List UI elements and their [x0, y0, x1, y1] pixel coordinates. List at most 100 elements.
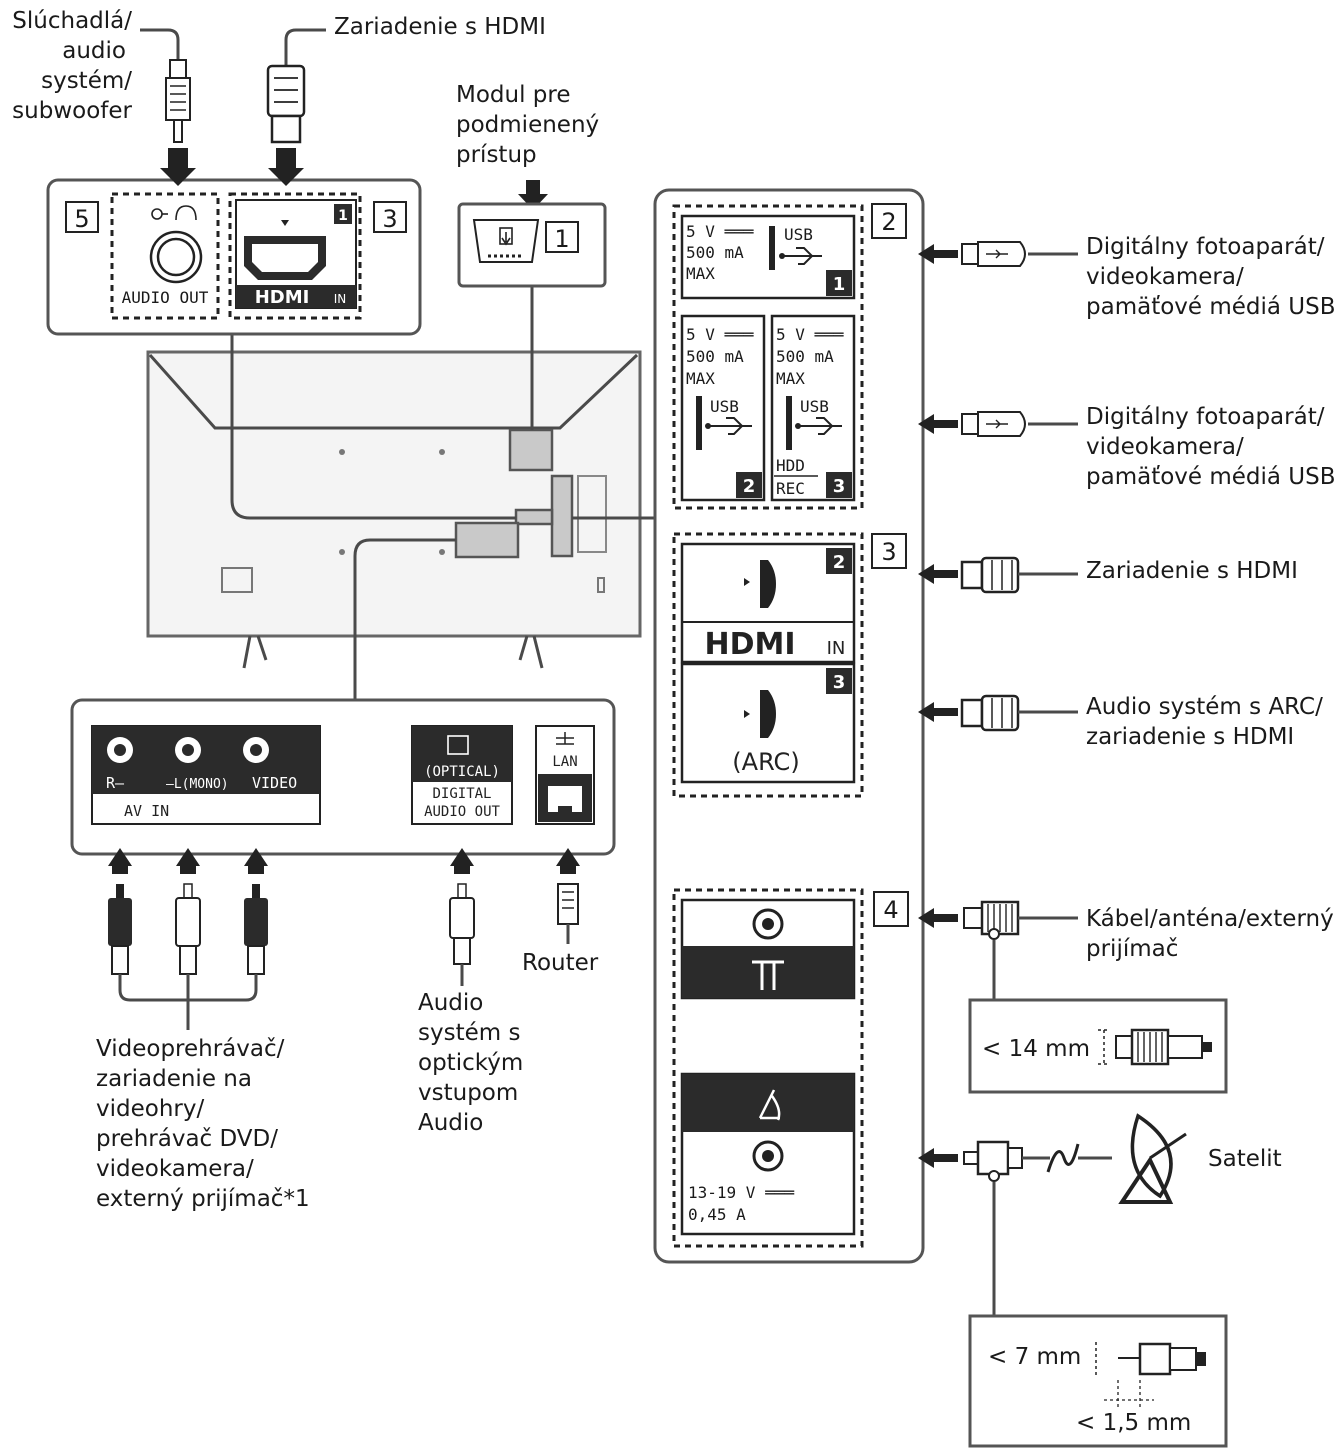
satellite-dish-icon [1118, 1113, 1187, 1204]
usb3-rec: REC [776, 479, 805, 498]
cable-dimension: < 14 mm [982, 1036, 1090, 1062]
svg-text:subwoofer: subwoofer [12, 98, 132, 124]
audio-out-jack[interactable] [149, 230, 203, 284]
label-cable: Kábel/anténa/externý prijímač [1086, 906, 1334, 962]
number-4: 4 [883, 896, 898, 924]
lan-icon [556, 732, 574, 745]
usb2-max: MAX [686, 369, 715, 388]
svg-text:videokamera/: videokamera/ [96, 1156, 254, 1182]
svg-text:pamäťové médiá USB: pamäťové médiá USB [1086, 294, 1336, 320]
usb3-max: MAX [776, 369, 805, 388]
antenna-icon [752, 960, 784, 990]
usb1-label: USB [784, 225, 813, 244]
hdmi-2-port[interactable]: 2 HDMI IN [680, 542, 856, 664]
label-satellite: Satelit [1208, 1146, 1282, 1172]
usb3-voltage: 5 V ═══ [776, 325, 844, 344]
rca-plugs [108, 848, 268, 1030]
hdmi-1-badge: 1 [338, 208, 348, 224]
label-usb-1: Digitálny fotoaparát/ videokamera/ pamäť… [1086, 234, 1336, 320]
svg-text:Audio systém s ARC/: Audio systém s ARC/ [1086, 694, 1323, 720]
number-2: 2 [881, 208, 896, 236]
usb-plug-1 [918, 241, 1078, 267]
audio-out-label: AUDIO OUT [122, 288, 209, 307]
bottom-panel: R– –L(MONO) VIDEO AV IN (OPTICAL) DIGITA… [70, 698, 616, 856]
svg-text:Audio: Audio [418, 1110, 483, 1136]
hdmi-plug-3 [918, 694, 1078, 732]
right-side-panel: 2 5 V ═══ 500 mA MAX USB 1 5 V ═══ 500 m… [653, 188, 925, 1264]
usb3-label: USB [800, 397, 829, 416]
usb1-current: 500 mA [686, 243, 744, 262]
digital-audio-out-label: AUDIO OUT [424, 804, 500, 820]
hdmi2-badge: 2 [833, 552, 846, 573]
av-in-port[interactable]: R– –L(MONO) VIDEO AV IN [91, 725, 321, 825]
svg-text:Digitálny fotoaparát/: Digitálny fotoaparát/ [1086, 404, 1325, 430]
label-cam-module: Modul pre podmienený prístup [456, 82, 599, 168]
svg-text:Kábel/anténa/externý: Kábel/anténa/externý [1086, 906, 1334, 932]
svg-text:pamäťové médiá USB: pamäťové médiá USB [1086, 464, 1336, 490]
svg-text:prehrávač DVD/: prehrávač DVD/ [96, 1126, 278, 1152]
satellite-plug [918, 1140, 1112, 1316]
svg-text:vstupom: vstupom [418, 1080, 518, 1106]
svg-text:videokamera/: videokamera/ [1086, 264, 1244, 290]
number-3-right: 3 [881, 538, 896, 566]
digital-label: DIGITAL [432, 786, 491, 802]
usb3-hdd: HDD [776, 456, 805, 475]
label-router: Router [522, 950, 599, 976]
svg-text:Modul pre: Modul pre [456, 82, 571, 108]
svg-text:prijímač: prijímač [1086, 936, 1178, 962]
optical-plug [449, 848, 475, 986]
usb-icon [795, 417, 842, 435]
number-5: 5 [74, 205, 89, 233]
sat-dimension: < 7 mm [988, 1344, 1081, 1370]
antenna-port[interactable] [680, 898, 856, 1000]
svg-text:optickým: optickým [418, 1050, 523, 1076]
label-headphones: Slúchadlá/ audio systém/ subwoofer [12, 8, 132, 124]
hdmi-logo-right: HDMI [704, 627, 795, 662]
usb2-voltage: 5 V ═══ [686, 325, 754, 344]
optical-out-port[interactable]: (OPTICAL) DIGITAL AUDIO OUT [411, 725, 513, 825]
hdmi-in-right: IN [827, 638, 846, 659]
number-1: 1 [554, 225, 569, 253]
usb2-current: 500 mA [686, 347, 744, 366]
svg-text:prístup: prístup [456, 142, 537, 168]
usb-2-port[interactable]: 5 V ═══ 500 mA MAX USB 2 [680, 314, 766, 502]
mini-jack-plug [140, 28, 196, 186]
usb-icon [779, 247, 822, 265]
optical-label: (OPTICAL) [424, 764, 500, 780]
svg-text:zariadenie s HDMI: zariadenie s HDMI [1086, 724, 1294, 750]
label-usb-23: Digitálny fotoaparát/ videokamera/ pamäť… [1086, 404, 1336, 490]
svg-text:Audio: Audio [418, 990, 483, 1016]
svg-text:Videoprehrávač/: Videoprehrávač/ [96, 1036, 285, 1062]
av-video-label: VIDEO [252, 774, 297, 792]
lan-port[interactable]: LAN [535, 725, 595, 825]
usb-icon [705, 417, 752, 435]
hdmi-1-port[interactable]: HDMI IN 1 [235, 199, 357, 309]
top-left-panel: 5 3 AUDIO OUT HDMI IN 1 [46, 178, 422, 336]
satellite-port[interactable]: 13-19 V ═══ 0,45 A [680, 1072, 856, 1236]
label-hdmi-3-arc: Audio systém s ARC/ zariadenie s HDMI [1086, 694, 1323, 750]
svg-text:Digitálny fotoaparát/: Digitálny fotoaparát/ [1086, 234, 1325, 260]
usb1-max: MAX [686, 264, 715, 283]
number-3-top: 3 [382, 205, 397, 233]
label-hdmi-top: Zariadenie s HDMI [334, 14, 546, 40]
usb2-label: USB [710, 397, 739, 416]
coax-plug [918, 900, 1078, 1000]
hdmi-logo: HDMI [255, 287, 310, 308]
satellite-dimension-box: < 7 mm < 1,5 mm [968, 1314, 1228, 1448]
usb-3-port[interactable]: 5 V ═══ 500 mA MAX USB HDD REC 3 [770, 314, 856, 502]
sat-current: 0,45 A [688, 1205, 746, 1224]
hdmi-3-arc-port[interactable]: 3 (ARC) [680, 662, 856, 784]
usb-1-port[interactable]: 5 V ═══ 500 mA MAX USB 1 [680, 214, 856, 300]
svg-text:zariadenie na: zariadenie na [96, 1066, 252, 1092]
svg-text:Slúchadlá/: Slúchadlá/ [12, 8, 132, 34]
tv-back [146, 350, 642, 669]
sat-voltage: 13-19 V ═══ [688, 1183, 794, 1202]
cam-slot[interactable] [472, 219, 540, 263]
usb2-badge: 2 [743, 476, 756, 497]
headphone-icon [151, 205, 197, 221]
usb-plug-2 [918, 411, 1078, 437]
coax-dimension-box: < 14 mm [968, 998, 1228, 1094]
label-video-player: Videoprehrávač/ zariadenie na videohry/ … [96, 1036, 310, 1212]
sat-pin-dimension: < 1,5 mm [1076, 1410, 1191, 1436]
